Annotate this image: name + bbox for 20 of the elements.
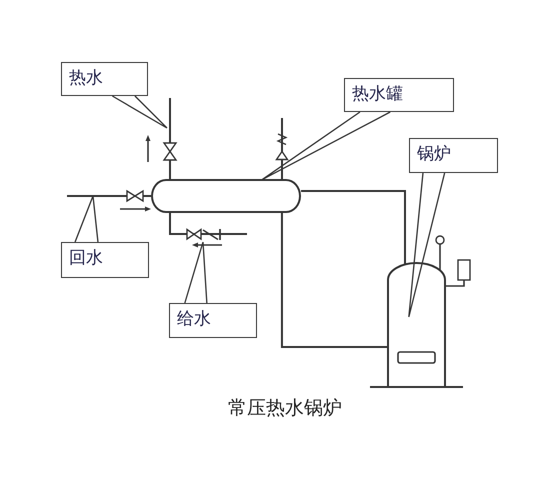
boiler-drawing: [387, 262, 446, 387]
leader-line: [74, 195, 99, 243]
callout-box: [61, 62, 148, 96]
callout-label: 锅炉: [417, 143, 451, 165]
callout-label: 给水: [177, 308, 211, 330]
callout-label: 热水: [69, 67, 103, 89]
pipe: [301, 190, 406, 264]
pipe: [280, 213, 387, 348]
callout-label: 热水罐: [352, 83, 403, 105]
leader-line: [112, 95, 168, 129]
callout-box: [61, 242, 149, 278]
callout-box: [169, 303, 257, 338]
callout-label: 回水: [69, 247, 103, 269]
callout-box: [409, 138, 498, 173]
leader-line: [184, 241, 208, 304]
leader-line: [261, 111, 391, 180]
leader-line: [408, 172, 446, 318]
tank-vessel: [151, 179, 301, 213]
caption: 常压热水锅炉: [228, 397, 342, 421]
callout-box: [344, 78, 454, 112]
